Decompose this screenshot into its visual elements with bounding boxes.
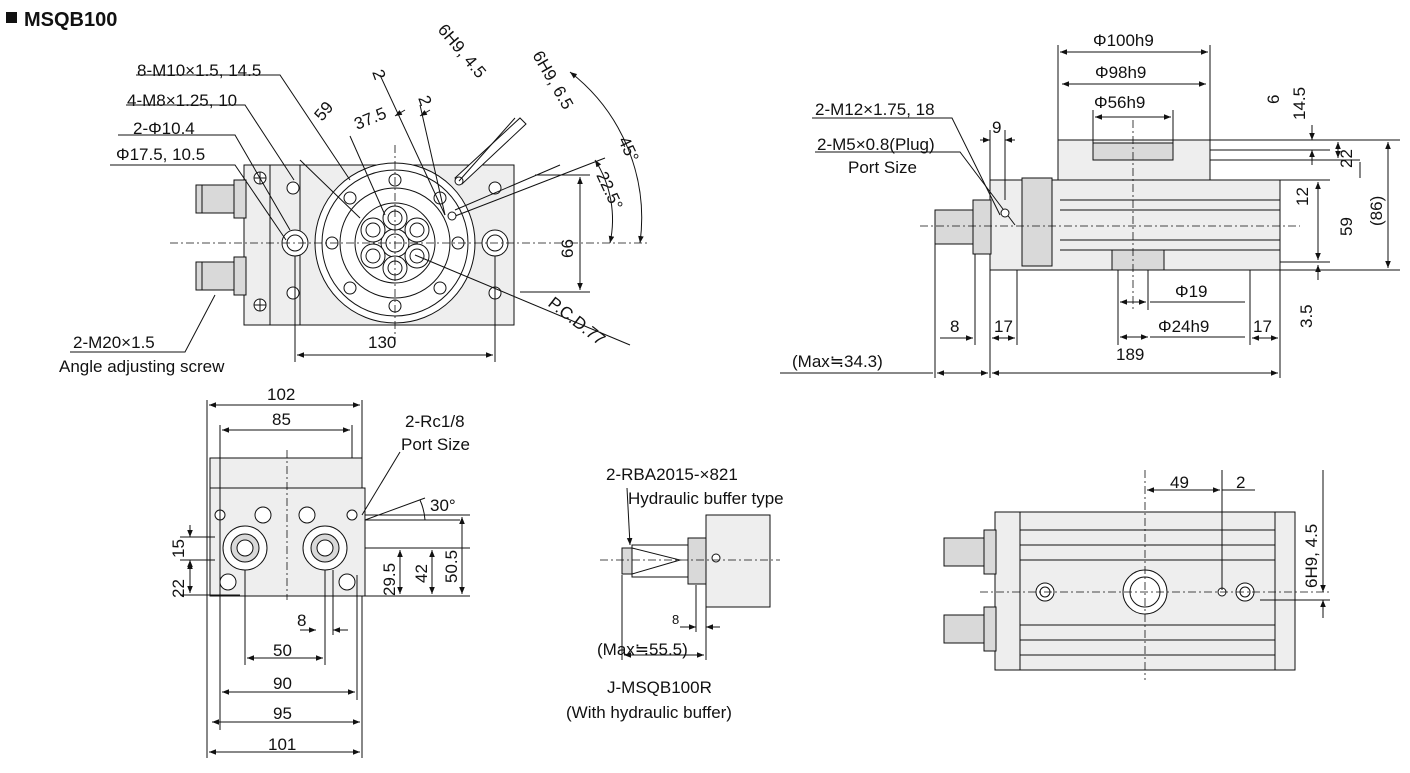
through-holes-label: 2-Φ10.4 (133, 119, 195, 138)
dim-130: 130 (368, 333, 396, 352)
dim-37-5: 37.5 (351, 104, 389, 134)
dim-8: 8 (297, 611, 306, 630)
dim-95: 95 (273, 704, 292, 723)
title-bullet-icon (6, 12, 17, 23)
port-caption: Port Size (848, 158, 917, 177)
tapped-holes-a-label: 8-M10×1.5, 14.5 (137, 61, 261, 80)
dim-29-5: 29.5 (380, 563, 399, 596)
max-label: (Max≒34.3) (792, 352, 883, 371)
port-a-label: 2-Rc1/8 (405, 412, 465, 431)
table-edge (209, 457, 363, 489)
bottom-right-view: 49 2 6H9, 4.5 (943, 470, 1330, 680)
dim-189: 189 (1116, 345, 1144, 364)
dim-17b: 17 (1253, 317, 1272, 336)
top-right-view: Φ100h9 Φ98h9 Φ56h9 2-M12×1.75, 18 2-M5×0… (780, 31, 1400, 378)
dim-86: (86) (1367, 196, 1386, 226)
page-title: MSQB100 (24, 9, 117, 31)
phi19-label: Φ19 (1175, 282, 1207, 301)
dim-2: 2 (1236, 473, 1245, 492)
dim-101: 101 (268, 735, 296, 754)
port-a-label: 2-M12×1.75, 18 (815, 100, 935, 119)
angle-45: 45° (614, 134, 642, 165)
screw-label: 2-M20×1.5 (73, 333, 155, 352)
dim-8: 8 (672, 612, 679, 627)
top-left-view: 8-M10×1.5, 14.5 4-M8×1.25, 10 2-Φ10.4 Φ1… (59, 20, 650, 376)
phi24-label: Φ24h9 (1158, 317, 1209, 336)
angle-screws (195, 179, 247, 296)
angle-22-5: 22.5° (592, 169, 626, 213)
port-b-label: 2-M5×0.8(Plug) (817, 135, 935, 154)
port-caption: Port Size (401, 435, 470, 454)
screw-caption: Angle adjusting screw (59, 357, 225, 376)
dim-12: 12 (1293, 187, 1312, 206)
pcd-label: P.C.D.77 (545, 293, 609, 349)
max-label: (Max≒55.5) (597, 640, 688, 659)
pin-hole-label: 6H9, 4.5 (1302, 524, 1321, 588)
dim-9: 9 (992, 118, 1001, 137)
pin-hole-b-label: 6H9, 6.5 (529, 48, 578, 113)
pin-hole-a-label: 6H9, 4.5 (434, 20, 490, 81)
dim-17a: 17 (994, 317, 1013, 336)
dim-2a: 2 (368, 67, 389, 82)
buffer-b-label: Hydraulic buffer type (628, 489, 784, 508)
bottom-left-view: 102 85 2-Rc1/8 Port Size 30° 15 22 29.5 … (169, 385, 470, 758)
dim-6: 6 (1264, 95, 1283, 104)
dim-49: 49 (1170, 473, 1189, 492)
angle-30: 30° (430, 496, 456, 515)
dim-8: 8 (950, 317, 959, 336)
dim-59: 59 (311, 98, 338, 125)
dim-90: 90 (273, 674, 292, 693)
model-caption: (With hydraulic buffer) (566, 703, 732, 722)
dim-59: 59 (1337, 217, 1356, 236)
dim-22: 22 (169, 579, 188, 598)
dim-50: 50 (273, 641, 292, 660)
dim-3-5: 3.5 (1297, 304, 1316, 328)
dim-102: 102 (267, 385, 295, 404)
dim-22: 22 (1337, 149, 1356, 168)
dim-42: 42 (412, 564, 431, 583)
dim-66: 66 (558, 239, 577, 258)
dim-50-5: 50.5 (442, 550, 461, 583)
buffer-a-label: 2-RBA2015-×821 (606, 465, 738, 484)
phi56-label: Φ56h9 (1094, 93, 1145, 112)
middle-view: 2-RBA2015-×821 Hydraulic buffer type 8 (… (566, 465, 784, 722)
phi98-label: Φ98h9 (1095, 63, 1146, 82)
model-label: J-MSQB100R (607, 678, 712, 697)
center-holes (360, 205, 430, 281)
dim-15: 15 (169, 539, 188, 558)
counterbore-label: Φ17.5, 10.5 (116, 145, 205, 164)
tapped-holes-b-label: 4-M8×1.25, 10 (127, 91, 237, 110)
dim-85: 85 (272, 410, 291, 429)
dim-14-5: 14.5 (1290, 87, 1309, 120)
phi100-label: Φ100h9 (1093, 31, 1154, 50)
dim-2b: 2 (414, 93, 435, 108)
title-block: MSQB100 (6, 9, 117, 31)
